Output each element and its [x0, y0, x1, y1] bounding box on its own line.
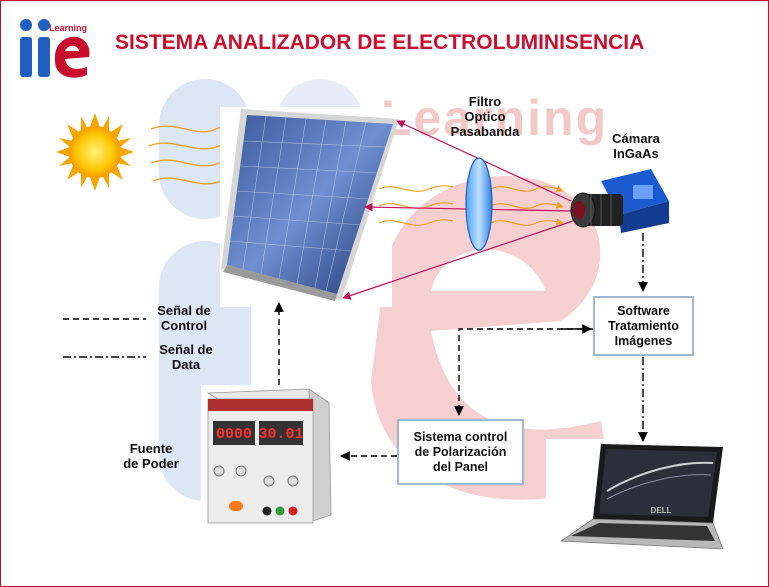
label-power-source: Fuente de Poder — [123, 441, 179, 471]
optical-filter-lens — [465, 157, 493, 251]
label-optical-filter: Filtro Optico Pasabanda — [450, 94, 520, 139]
psu-display-left: 0000 — [216, 426, 252, 443]
label-control-signal: Señal de Control — [157, 303, 211, 333]
psu-display-right: 30.01 — [258, 426, 303, 443]
arrow-software-to-control — [454, 328, 593, 416]
power-supply — [201, 385, 339, 531]
iie-logo — [20, 19, 90, 78]
control-system-box: Sistema control de Polarización del Pane… — [397, 419, 524, 485]
label-data-signal: Señal de Data — [159, 342, 213, 372]
ingaas-camera — [570, 169, 669, 233]
solar-panel — [220, 107, 399, 307]
page-title: SISTEMA ANALIZADOR DE ELECTROLUMINISENCI… — [115, 31, 645, 54]
sun-icon — [56, 113, 134, 191]
logo-tagline: Learning — [49, 23, 88, 33]
laptop-brand: DELL — [651, 506, 672, 515]
watermark-text: Learning — [381, 90, 609, 146]
laptop — [546, 439, 726, 557]
emission-rays — [378, 185, 564, 226]
label-camera: Cámara InGaAs — [612, 131, 660, 161]
software-box: Software Tratamiento Imágenes — [593, 296, 694, 356]
